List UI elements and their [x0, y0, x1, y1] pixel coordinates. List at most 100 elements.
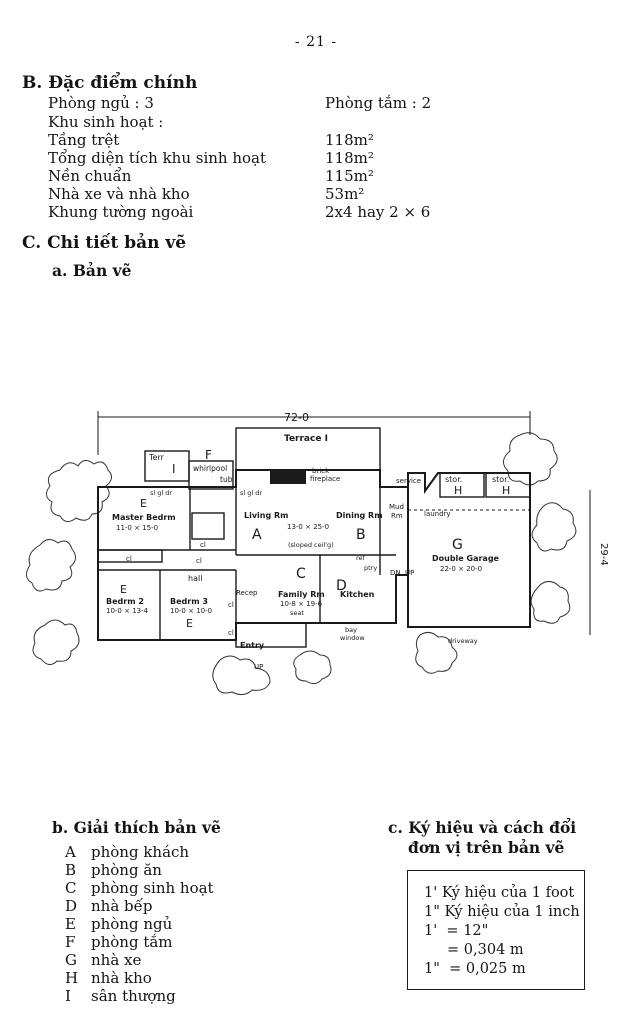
seat-label: seat [290, 609, 304, 617]
legend-text: nhà bếp [91, 897, 153, 915]
legend-key: D [65, 897, 78, 915]
spec-row: Nền chuẩn 115m² [48, 167, 608, 185]
legend-key: F [65, 933, 76, 951]
legend-key: C [65, 879, 77, 897]
legend-text: phòng tắm [91, 933, 173, 951]
room-letter-B: B [356, 527, 366, 543]
interior-walls [97, 487, 396, 648]
living-room-label: Living Rm [244, 511, 289, 520]
units-box: 1' Ký hiệu của 1 foot 1" Ký hiệu của 1 i… [407, 870, 585, 990]
spec-value: 115m² [325, 167, 374, 185]
room-letter-E: E [140, 497, 147, 510]
room-letter-E: E [120, 583, 127, 596]
reception-label: Recep [236, 589, 258, 597]
legend-key: E [65, 915, 76, 933]
master-bedroom-dim: 11-0 × 15-0 [116, 524, 158, 532]
overall-dimension [97, 411, 531, 455]
closet-label: cl [228, 601, 234, 609]
garage-dim: 22-0 × 20-0 [440, 565, 482, 573]
master-bedroom-label: Master Bedrm [112, 513, 176, 522]
legend-key: I [65, 987, 71, 1005]
closet-label: cl [126, 555, 132, 563]
whirlpool-label: whirlpool [193, 464, 227, 473]
room-letter-F: F [205, 448, 212, 462]
section-c-sub-a: a. Bản vẽ [52, 261, 132, 280]
mud-room-label: Mud [389, 503, 404, 511]
mud-room-label: Rm [391, 512, 403, 520]
room-letter-E: E [186, 617, 193, 630]
family-room-label: Family Rm [278, 590, 325, 599]
legend-key: G [65, 951, 77, 969]
legend-text: phòng ngủ [91, 915, 173, 933]
spec-value: 2x4 hay 2 × 6 [325, 203, 431, 221]
legend-text: phòng sinh hoạt [91, 879, 214, 897]
family-room-dim: 10-8 × 19-6 [280, 600, 323, 608]
bay-label: bay [345, 626, 357, 634]
spec-value: 53m² [325, 185, 365, 203]
legend-key: A [65, 843, 76, 861]
storage-1 [439, 472, 485, 498]
terrace-label: Terrace I [284, 434, 328, 444]
section-c-title: C. Chi tiết bản vẽ [22, 233, 187, 253]
sloped-ceiling-label: (sloped ceil'g) [288, 541, 334, 549]
unit-line: 1' Ký hiệu của 1 foot [424, 885, 575, 901]
landscaping-shrubs [26, 432, 577, 696]
living-room-dim: 13-0 × 25-0 [287, 523, 329, 531]
closet-label: cl [196, 557, 202, 565]
spec-label: Phòng ngủ : 3 [48, 94, 154, 112]
spec-label: Nhà xe và nhà kho [48, 185, 190, 203]
room-letter-D: D [336, 578, 347, 594]
entry-up-label: UP [254, 663, 263, 671]
stairs-down-label: DN [390, 569, 401, 577]
overall-dim-label: 72-0 [284, 411, 309, 424]
room-letter-H: H [454, 484, 462, 497]
unit-line: 1" = 0,025 m [424, 961, 526, 977]
legend-key: B [65, 861, 77, 879]
legend-key: H [65, 969, 79, 987]
spec-row: Tổng diện tích khu sinh hoạt 118m² [48, 149, 608, 167]
spec-row: Nhà xe và nhà kho 53m² [48, 185, 608, 203]
closet-label: cl [200, 541, 206, 549]
room-letter-C: C [296, 566, 306, 582]
sliding-door-label: sl gl dr [240, 489, 262, 497]
legend-text: sân thượng [91, 987, 176, 1005]
sliding-door-label: sl gl dr [150, 489, 172, 497]
double-garage-label: Double Garage [432, 554, 500, 563]
spec-label: Tổng diện tích khu sinh hoạt [48, 149, 266, 167]
kitchen-label: Kitchen [340, 590, 375, 599]
floor-plan: 72-0 29-4 Terrace I Terr I whirlpool tub… [26, 411, 609, 696]
legend-title: b. Giải thích bản vẽ [52, 818, 221, 837]
laundry-label: laundry [424, 510, 451, 518]
spec-label: Nền chuẩn [48, 167, 132, 185]
spec-value: 118m² [325, 149, 374, 167]
legend-text: nhà xe [91, 951, 142, 969]
room-letter-H: H [502, 484, 510, 497]
room-letter-I: I [172, 462, 176, 476]
pantry-label: ptry [364, 564, 377, 572]
spec-value: Phòng tắm : 2 [325, 94, 432, 112]
legend-text: phòng khách [91, 843, 190, 861]
storage-2-label: stor. [492, 475, 509, 484]
closet-label: cl [228, 629, 234, 637]
fireplace [270, 470, 306, 484]
entry-label: Entry [240, 641, 265, 650]
whirlpool-tub [188, 460, 234, 490]
spec-value: 118m² [325, 131, 374, 149]
spec-label: Khu sinh hoạt : [48, 113, 164, 131]
tub-label: tub [220, 475, 233, 484]
room-letter-G: G [452, 537, 463, 553]
service-label: service [396, 477, 421, 485]
unit-line: 1" Ký hiệu của 1 inch [424, 904, 580, 920]
section-b-title: B. Đặc điểm chính [22, 73, 198, 93]
spec-row: Khung tường ngoài 2x4 hay 2 × 6 [48, 203, 608, 221]
unit-line: 1' = 12" [424, 923, 489, 939]
stairs-up-label: UP [405, 569, 414, 577]
legend-text: phòng ăn [91, 861, 162, 879]
